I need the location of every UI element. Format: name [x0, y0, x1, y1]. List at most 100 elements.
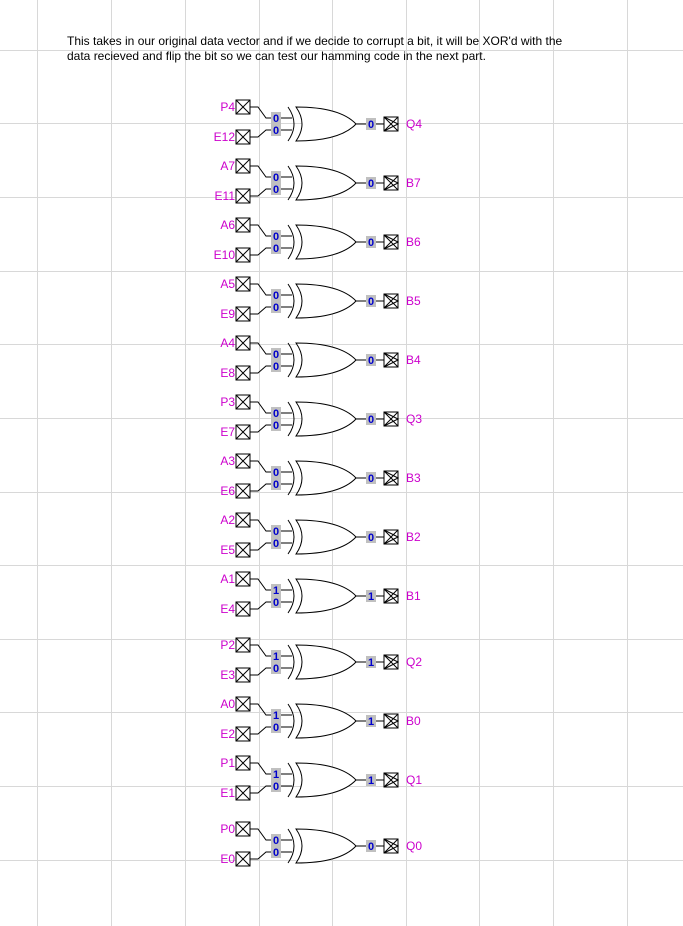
output-bit: 1 [368, 775, 374, 787]
input-label-a: P4 [220, 100, 235, 114]
input-port-a-cross [235, 821, 251, 837]
input-label-b: E7 [220, 425, 235, 439]
output-label: Q2 [406, 655, 422, 669]
output-port-cross [383, 713, 399, 729]
output-port-cross [383, 234, 399, 250]
input-label-a: P0 [220, 822, 235, 836]
output-label: B4 [406, 353, 421, 367]
output-bit-bg [366, 840, 376, 852]
input-port-a-cross [235, 755, 251, 771]
input-bit-b: 0 [273, 420, 279, 432]
xor-extra-arc [287, 762, 295, 798]
xor-gate-body [295, 342, 357, 378]
output-bit-bg [366, 177, 376, 189]
input-port-b-cross [235, 785, 251, 801]
input-port-a-cross [235, 696, 251, 712]
input-label-a: P2 [220, 638, 235, 652]
output-bit-bg [366, 413, 376, 425]
input-bit-a-bg [271, 230, 281, 242]
xor-gate-body [295, 460, 357, 496]
output-port-arrow [383, 713, 400, 729]
output-port-cross [383, 838, 399, 854]
input-port-b-cross [235, 188, 251, 204]
output-port-arrow [383, 772, 400, 788]
input-bit-b: 0 [273, 722, 279, 734]
input-bit-a: 0 [273, 349, 279, 361]
xor-extra-arc [287, 644, 295, 680]
output-bit-bg [366, 472, 376, 484]
xor-gate-body [295, 762, 357, 798]
output-port-cross [383, 411, 399, 427]
output-bit: 0 [368, 296, 374, 308]
input-label-b: E11 [215, 189, 236, 203]
input-bit-a-bg [271, 584, 281, 596]
output-bit: 0 [368, 473, 374, 485]
output-port-cross [383, 529, 399, 545]
output-bit-bg [366, 715, 376, 727]
xor-gate-body [295, 224, 357, 260]
xor-extra-arc [287, 828, 295, 864]
output-port-arrow [383, 654, 400, 670]
xor-extra-arc [287, 460, 295, 496]
xor-gate-body [295, 578, 357, 614]
input-port-b-cross [235, 726, 251, 742]
input-port-a-cross [235, 637, 251, 653]
input-bit-a-bg [271, 112, 281, 124]
output-bit-bg [366, 774, 376, 786]
input-bit-b-bg [271, 183, 281, 195]
input-bit-a: 1 [273, 651, 279, 663]
input-bit-b-bg [271, 360, 281, 372]
output-bit-bg [366, 295, 376, 307]
input-bit-a-bg [271, 348, 281, 360]
input-bit-a: 0 [273, 408, 279, 420]
input-label-a: P3 [220, 395, 235, 409]
input-port-a-cross [235, 394, 251, 410]
output-label: Q3 [406, 412, 422, 426]
xor-extra-arc [287, 703, 295, 739]
input-label-a: A6 [220, 218, 235, 232]
input-bit-b: 0 [273, 184, 279, 196]
output-label: Q0 [406, 839, 422, 853]
xor-gate-body [295, 703, 357, 739]
output-port-arrow [383, 352, 400, 368]
output-port-arrow [383, 411, 400, 427]
input-port-b-cross [235, 306, 251, 322]
input-bit-a: 0 [273, 467, 279, 479]
input-port-b-cross [235, 851, 251, 867]
output-bit-bg [366, 531, 376, 543]
input-bit-b-bg [271, 478, 281, 490]
output-port-arrow [383, 175, 400, 191]
output-bit-bg [366, 590, 376, 602]
output-label: B6 [406, 235, 421, 249]
output-port-cross [383, 588, 399, 604]
input-label-b: E4 [220, 602, 235, 616]
input-bit-b: 0 [273, 361, 279, 373]
input-bit-b-bg [271, 242, 281, 254]
input-bit-a: 1 [273, 710, 279, 722]
input-label-b: E12 [214, 130, 236, 144]
xor-extra-arc [287, 283, 295, 319]
input-port-b-cross [235, 601, 251, 617]
input-bit-b-bg [271, 596, 281, 608]
description-text: This takes in our original data vector a… [67, 34, 627, 64]
output-port-arrow [383, 293, 400, 309]
output-port-cross [383, 772, 399, 788]
input-label-b: E5 [220, 543, 235, 557]
output-label: B0 [406, 714, 421, 728]
xor-gate-body [295, 644, 357, 680]
output-port-arrow [383, 470, 400, 486]
xor-extra-arc [287, 224, 295, 260]
input-bit-a-bg [271, 171, 281, 183]
input-bit-b-bg [271, 537, 281, 549]
input-bit-a-bg [271, 525, 281, 537]
input-bit-b-bg [271, 662, 281, 674]
input-bit-a: 0 [273, 835, 279, 847]
input-label-a: A7 [220, 159, 235, 173]
